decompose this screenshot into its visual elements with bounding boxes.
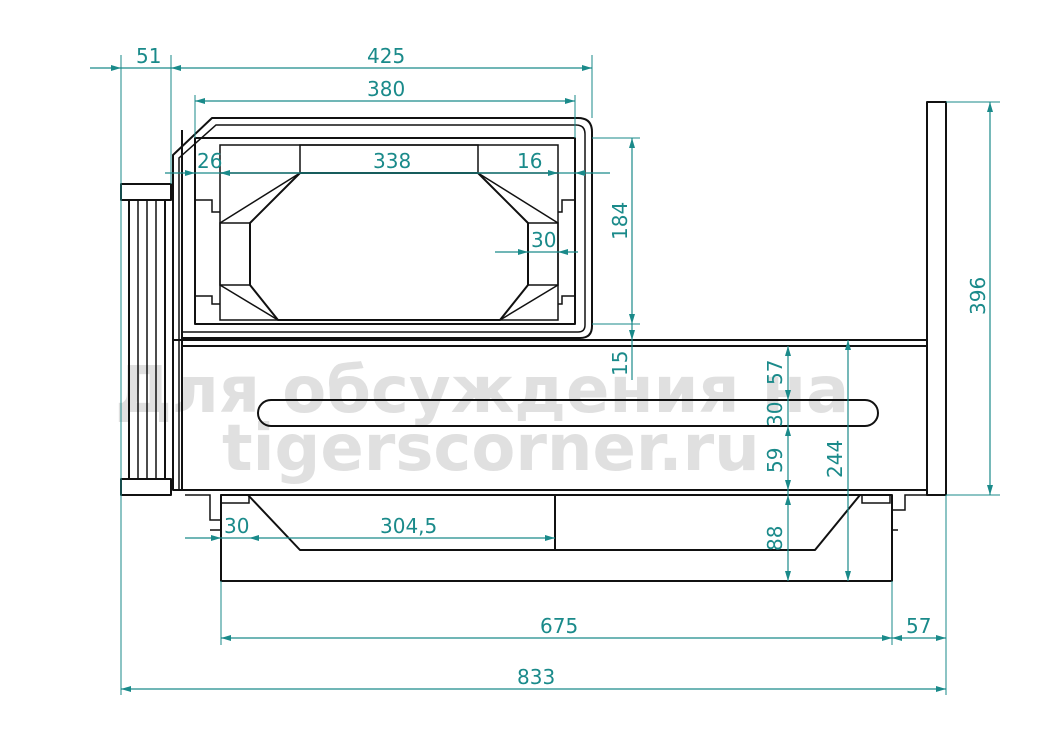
dim-label-30-top: 30 [531,228,556,252]
dimension-labels: 51 425 380 26 338 16 30 184 15 396 57 30… [136,44,990,689]
drawer-unit [185,494,930,582]
dim-label-244: 244 [823,440,847,478]
dim-label-15: 15 [608,351,632,376]
headboard-frame [172,117,593,490]
dim-label-338: 338 [373,149,411,173]
left-footboard [120,183,172,496]
dim-label-30-mid: 30 [763,402,787,427]
dim-label-51: 51 [136,44,161,68]
dim-label-26: 26 [197,149,222,173]
side-rail-slot [257,399,879,427]
watermark-line-2: tigerscorner.ru [222,412,760,486]
dim-label-30-bottom: 30 [224,514,249,538]
headboard-opening [249,172,529,321]
side-rail [172,339,928,491]
dim-label-184: 184 [608,202,632,240]
dim-label-59: 59 [763,448,787,473]
right-headboard-post [926,101,947,496]
dim-label-425: 425 [367,44,405,68]
left-post-bottom-cap [120,478,172,496]
dim-label-57-bottom: 57 [906,614,931,638]
dim-label-833: 833 [517,665,555,689]
dim-label-380: 380 [367,77,405,101]
left-post-top-cap [120,183,172,201]
dim-label-88: 88 [763,526,787,551]
watermark-line-1: Для обсуждения на [115,354,849,428]
dim-label-16: 16 [517,149,542,173]
dim-label-675: 675 [540,614,578,638]
headboard-panel-outer [194,137,576,325]
dimension-lines [90,55,1000,695]
dim-label-304-5: 304,5 [380,514,437,538]
dim-label-57-top: 57 [763,360,787,385]
dim-label-396: 396 [966,277,990,315]
watermark: Для обсуждения на tigerscorner.ru [115,354,849,486]
